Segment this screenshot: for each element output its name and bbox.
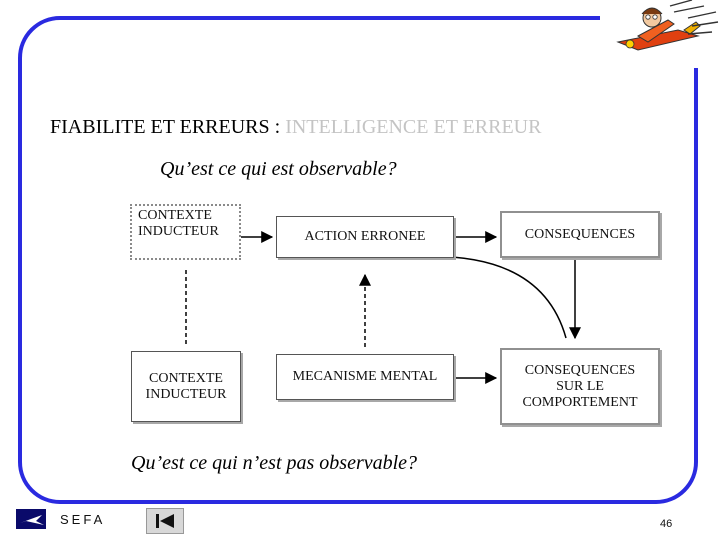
behavior-line1: CONSEQUENCES xyxy=(522,363,637,379)
behavior-line3: COMPORTEMENT xyxy=(522,395,637,411)
consequences-box: CONSEQUENCES xyxy=(500,211,660,258)
context-bottom-line2: INDUCTEUR xyxy=(146,387,227,403)
context-bottom-line1: CONTEXTE xyxy=(146,371,227,387)
sefa-logo-icon xyxy=(16,509,46,529)
not-observable-question: Qu’est ce qui n’est pas observable? xyxy=(131,452,417,475)
page-number: 46 xyxy=(660,518,672,530)
action-erronee-box: ACTION ERRONEE xyxy=(276,216,454,258)
curve-action-to-behavior xyxy=(400,256,566,338)
consequences-label: CONSEQUENCES xyxy=(525,227,635,243)
footer-org: SEFA xyxy=(60,512,105,527)
first-page-icon xyxy=(147,509,183,533)
mecanisme-mental-box: MECANISME MENTAL xyxy=(276,354,454,400)
behavior-line2: SUR LE xyxy=(522,379,637,395)
first-page-button[interactable] xyxy=(146,508,184,534)
context-top-line1: CONTEXTE xyxy=(138,208,219,224)
mechanism-label: MECANISME MENTAL xyxy=(293,369,438,385)
context-box-bottom: CONTEXTE INDUCTEUR xyxy=(131,351,241,422)
context-box-top: CONTEXTE INDUCTEUR xyxy=(130,204,241,260)
consequences-behavior-box: CONSEQUENCES SUR LE COMPORTEMENT xyxy=(500,348,660,425)
context-top-line2: INDUCTEUR xyxy=(138,224,219,240)
action-label: ACTION ERRONEE xyxy=(305,229,426,245)
